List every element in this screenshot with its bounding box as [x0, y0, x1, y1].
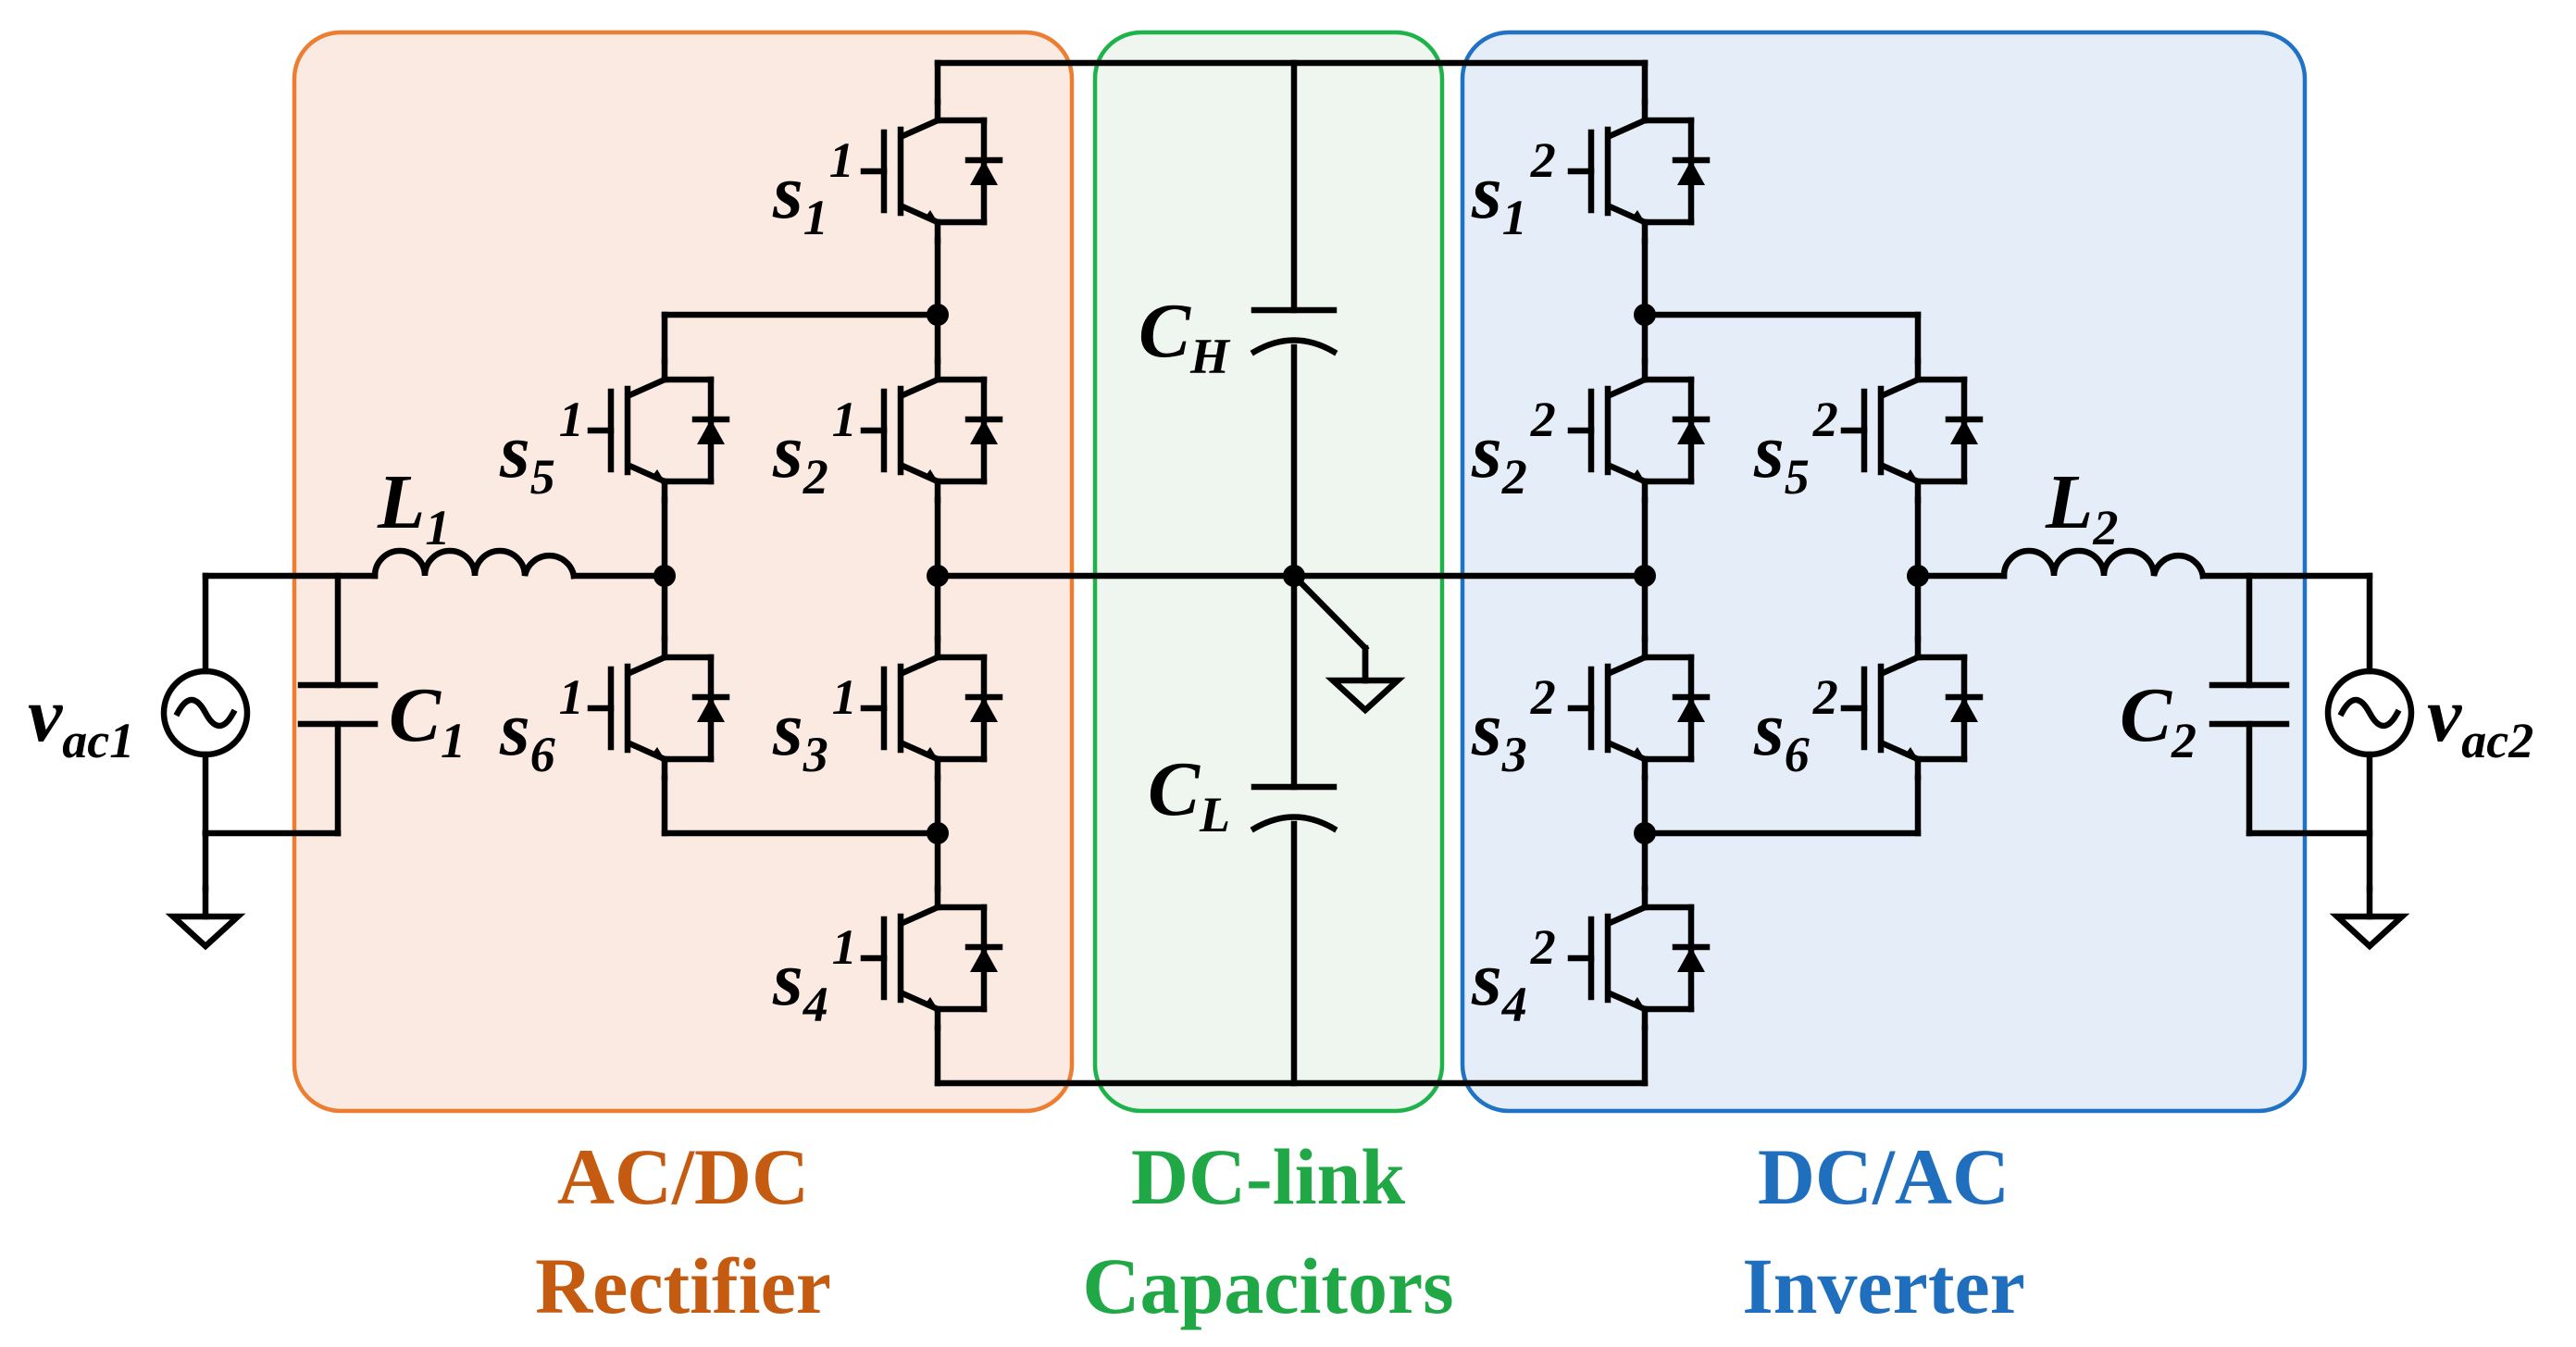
label-switch: s62 [1753, 669, 1838, 782]
inductor-l2 [2000, 547, 2207, 580]
caption-inverter-line1: DC/AC [1758, 1132, 2010, 1221]
block-captions: AC/DC Rectifier DC-link Capacitors DC/AC… [535, 1132, 2025, 1330]
circuit-wiring [202, 59, 2373, 1087]
ground-icon-right [2337, 889, 2402, 946]
rectifier-block [292, 30, 1075, 1114]
caption-dclink-line1: DC-link [1131, 1132, 1405, 1221]
capacitor-cl [1250, 783, 1338, 833]
label-l2: L2 [2045, 459, 2118, 555]
label-vac2: vac2 [2427, 672, 2533, 768]
ground-icon-left [173, 889, 238, 946]
label-switch: s22 [1471, 392, 1556, 505]
inductor-l1 [371, 547, 578, 580]
caption-inverter-line2: Inverter [1742, 1241, 2025, 1330]
capacitor-c1 [297, 681, 379, 728]
label-switch: s41 [772, 919, 857, 1032]
label-c2: C2 [2120, 672, 2196, 768]
label-switch: s52 [1753, 392, 1838, 505]
ac-source-vac2-icon [2324, 667, 2415, 758]
label-switch: s51 [499, 392, 584, 505]
label-switch: s32 [1471, 669, 1556, 782]
caption-rectifier-line1: AC/DC [557, 1132, 809, 1221]
dclink-block [1092, 30, 1445, 1114]
label-switch: s12 [1471, 132, 1556, 245]
label-switch: s11 [772, 132, 854, 245]
label-vac1: vac1 [28, 672, 134, 768]
label-switch: s21 [772, 392, 857, 505]
caption-dclink-line2: Capacitors [1082, 1241, 1453, 1330]
capacitor-ch [1250, 306, 1338, 356]
inverter-block [1460, 30, 2308, 1114]
label-cl: CL [1148, 746, 1230, 842]
ac-source-vac1-icon [160, 667, 251, 758]
label-ch: CH [1139, 288, 1231, 384]
caption-rectifier-line2: Rectifier [535, 1241, 831, 1330]
capacitor-c2 [2209, 681, 2290, 728]
component-labels: vac1 C1 L1 CH CL L2 C2 vac2 s11 s21 s31 s41… [28, 132, 2533, 1032]
label-switch: s42 [1471, 919, 1556, 1032]
label-l1: L1 [377, 459, 450, 555]
label-switch: s61 [499, 669, 584, 782]
label-switch: s31 [772, 669, 857, 782]
label-c1: C1 [389, 672, 466, 768]
